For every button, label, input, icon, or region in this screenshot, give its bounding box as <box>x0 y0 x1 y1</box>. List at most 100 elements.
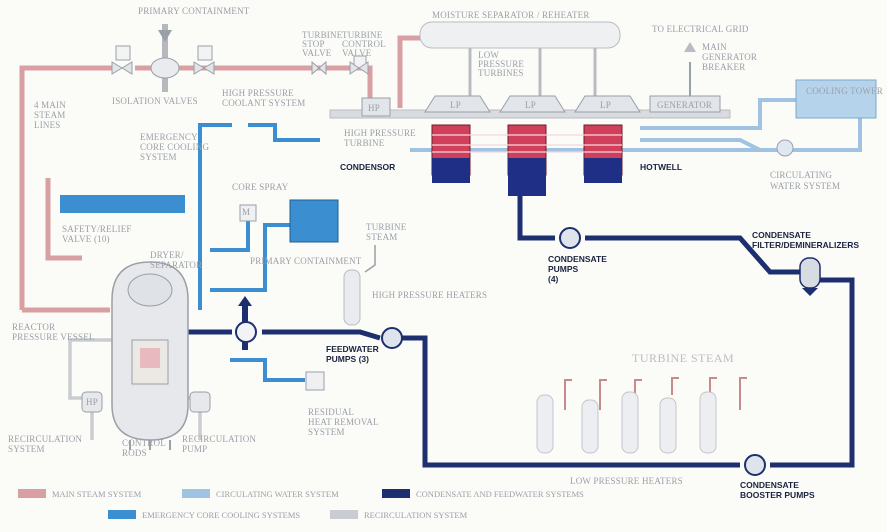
lp-heaters-label: LOW PRESSURE HEATERS <box>570 476 683 486</box>
safety-relief-valve-label: SAFETY/RELIEFVALVE (10) <box>62 224 132 244</box>
label-line: CONDENSATE <box>548 254 607 264</box>
turbine-control-valve-label: TURBINECONTROLVALVE <box>342 30 386 58</box>
label-line: DRYER/ <box>150 250 184 260</box>
label-line: BOOSTER PUMPS <box>740 490 815 500</box>
condensate-line-3 <box>770 280 852 465</box>
core-spray-tank <box>60 195 185 213</box>
core-spray-label: CORE SPRAY <box>232 182 289 192</box>
isolation-valves <box>112 24 214 92</box>
legend-swatch <box>108 510 136 519</box>
pump-hp-mark: HP <box>86 397 98 407</box>
circ-water-pump <box>777 140 793 156</box>
lp-box-label-1: LP <box>450 100 461 110</box>
label-line: VALVE <box>342 48 372 58</box>
label-line: RECIRCULATION <box>182 434 256 444</box>
label-line: SAFETY/RELIEF <box>62 224 132 234</box>
legend-swatch <box>182 489 210 498</box>
label-line: RODS <box>122 448 147 458</box>
turbine-steam-big-label: TURBINE STEAM <box>632 351 734 365</box>
dryer-separator-label: DRYER/SEPARATOR <box>150 250 202 270</box>
reactor-vessel <box>112 262 188 450</box>
condensor-label: CONDENSOR <box>340 162 395 172</box>
label-line: FEEDWATER <box>326 344 379 354</box>
containment-hatch <box>158 30 172 42</box>
cooling-tower-label: COOLING TOWER <box>806 86 883 96</box>
label-line: CIRCULATING <box>770 170 832 180</box>
label-line: PRESSURE VESSEL <box>12 332 95 342</box>
legend-label: MAIN STEAM SYSTEM <box>52 489 142 499</box>
label-line: RESIDUAL <box>308 407 354 417</box>
label-line: (4) <box>548 274 559 284</box>
valve-right <box>194 62 214 74</box>
to-grid-label: TO ELECTRICAL GRID <box>652 24 749 34</box>
hp-heaters-label: HIGH PRESSURE HEATERS <box>372 290 487 300</box>
valve-center <box>151 58 179 78</box>
label-line: SYSTEM <box>140 152 177 162</box>
main-steam-lines-label: 4 MAINSTEAMLINES <box>34 100 66 130</box>
feedwater-isolation-valve <box>236 322 256 342</box>
isolation-valves-label: ISOLATION VALVES <box>112 96 198 106</box>
label-line: VALVE (10) <box>62 234 110 244</box>
grid-arrow <box>684 42 696 52</box>
rhr-label: RESIDUALHEAT REMOVALSYSTEM <box>308 407 379 437</box>
hp-turbine-label: HIGH PRESSURETURBINE <box>344 128 416 148</box>
label-line: TURBINES <box>478 68 524 78</box>
label-line: TURBINE <box>344 138 385 148</box>
hotwell-label: HOTWELL <box>640 162 682 172</box>
lp-box-label-3: LP <box>600 100 611 110</box>
legend-swatch <box>330 510 358 519</box>
rhr-pump <box>306 372 324 390</box>
generator-box-label: GENERATOR <box>657 100 712 110</box>
label-line: WATER SYSTEM <box>770 181 840 191</box>
label-line: CONDENSATE <box>740 480 799 490</box>
label-line: CORE COOLING <box>140 142 209 152</box>
label-line: FILTER/DEMINERALIZERS <box>752 240 859 250</box>
label-line: GENERATOR <box>702 52 757 62</box>
label-line: BREAKER <box>702 62 745 72</box>
turbine-valves <box>312 56 368 74</box>
valve-left <box>112 62 132 74</box>
label-line: VALVE <box>302 48 332 58</box>
label-line: SYSTEM <box>8 444 45 454</box>
lp-box-label-2: LP <box>525 100 536 110</box>
turbine-stop-valve-label: TURBINESTOPVALVE <box>302 30 343 58</box>
label-line: HEAT REMOVAL <box>308 417 379 427</box>
legend-swatch <box>18 489 46 498</box>
label-line: PUMPS (3) <box>326 354 369 364</box>
label-line: SEPARATOR <box>150 260 202 270</box>
booster-pumps-label: CONDENSATEBOOSTER PUMPS <box>740 480 815 500</box>
label-line: PUMPS <box>548 264 579 274</box>
turbine-steam-small-line <box>365 245 375 272</box>
label-line: RECIRCULATION <box>8 434 82 444</box>
feedwater-pump <box>382 328 402 348</box>
legend: MAIN STEAM SYSTEMCIRCULATING WATER SYSTE… <box>18 489 584 520</box>
legend-swatch <box>382 489 410 498</box>
label-line: REACTOR <box>12 322 55 332</box>
valve-box-right <box>198 46 212 60</box>
label-line: SYSTEM <box>308 427 345 437</box>
lp-heaters <box>537 392 716 453</box>
label-line: STEAM <box>34 110 66 120</box>
label-line: EMERGENCY <box>140 132 198 142</box>
label-line: COOLANT SYSTEM <box>222 98 305 108</box>
condensor <box>432 125 622 196</box>
label-line: CONTROL <box>122 438 166 448</box>
recirc-pump-right <box>190 392 210 412</box>
label-line: HIGH PRESSURE <box>222 88 294 98</box>
reheater-feed <box>400 38 430 108</box>
label-line: HIGH PRESSURE <box>344 128 416 138</box>
label-line: CONDENSATE <box>752 230 811 240</box>
label-line: LINES <box>34 120 61 130</box>
